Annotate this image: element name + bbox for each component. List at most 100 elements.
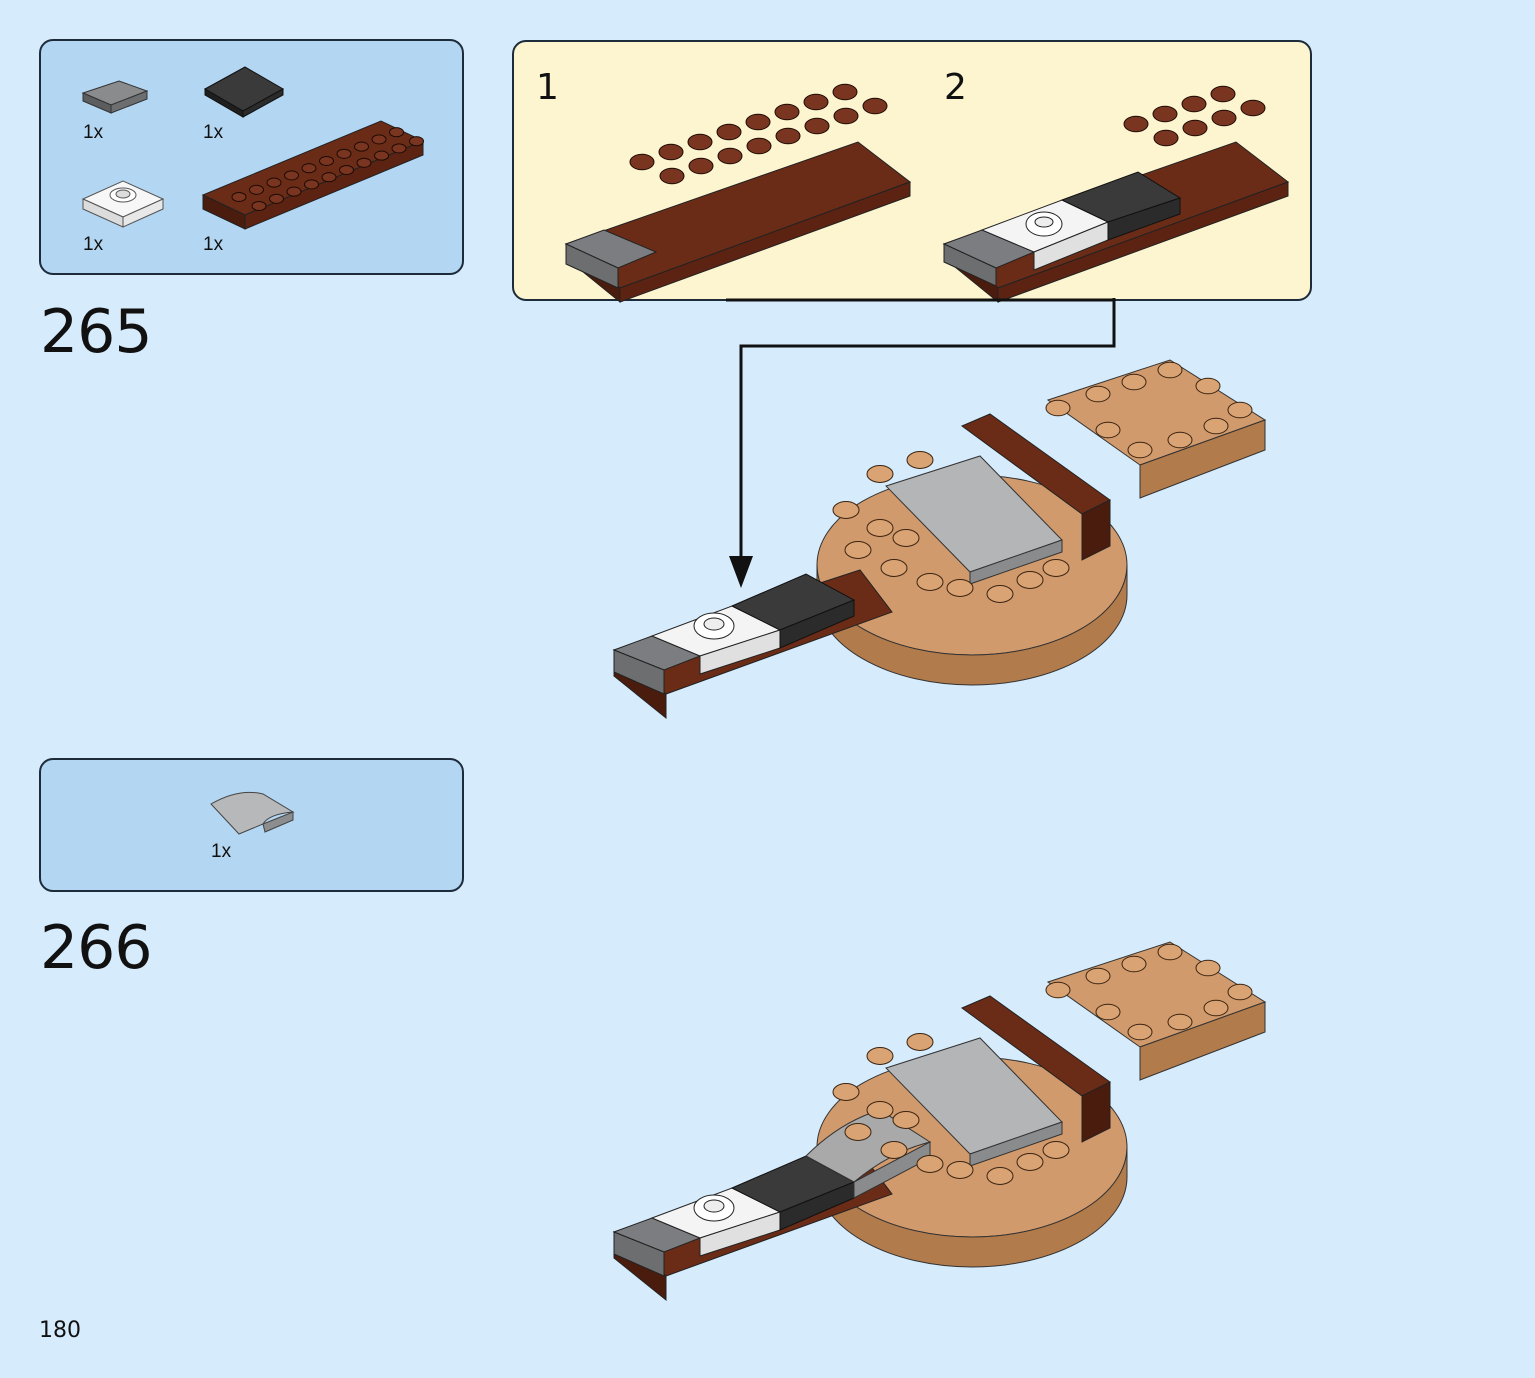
stud (231, 191, 247, 203)
stud (301, 163, 317, 174)
part-qty: 1x (211, 841, 232, 862)
stud (1127, 441, 1153, 459)
stud (1227, 983, 1253, 1001)
stud (1167, 431, 1193, 449)
substep-callout: 1 2 (512, 40, 1312, 304)
stud (356, 157, 372, 168)
stud (1211, 109, 1237, 127)
stud (249, 184, 264, 195)
stud (892, 1111, 920, 1129)
stud (391, 143, 407, 154)
stud (1210, 85, 1236, 103)
stud (866, 519, 894, 537)
dark-gray-tile-icon (81, 80, 149, 114)
stud (746, 137, 772, 155)
stud (658, 143, 684, 161)
stud (688, 157, 714, 175)
stud (880, 559, 908, 577)
stud (321, 172, 337, 183)
stud (906, 451, 934, 469)
stud (1152, 105, 1178, 123)
stud (866, 465, 894, 483)
stud (717, 147, 743, 165)
stud (266, 177, 282, 188)
stud (1085, 385, 1111, 403)
stud (389, 127, 404, 138)
stud (269, 193, 284, 204)
stud (1240, 99, 1266, 117)
stud (1121, 373, 1147, 391)
stud (946, 1161, 974, 1179)
stud (1167, 1013, 1193, 1031)
stud (1203, 417, 1229, 435)
stud (319, 155, 334, 167)
stud (304, 179, 319, 190)
stud (916, 1155, 944, 1173)
stud (745, 113, 771, 131)
light-gray-curved-slope-icon (210, 791, 295, 835)
substep-number-2: 2 (944, 67, 967, 108)
stud (1227, 401, 1253, 419)
stud (1085, 967, 1111, 985)
stud (251, 200, 267, 212)
stud (1157, 943, 1183, 961)
stud (659, 167, 685, 185)
stud (866, 1047, 894, 1065)
part-qty: 1x (83, 122, 104, 143)
stud (1016, 1153, 1044, 1171)
stud (775, 127, 801, 145)
stud (1045, 981, 1071, 999)
white-plate-stud-icon (81, 180, 165, 228)
black-tile-icon (203, 66, 285, 118)
stud (1042, 1141, 1070, 1159)
reddish-brown-plate-icon (201, 120, 425, 230)
stud (832, 83, 858, 101)
stud (866, 1101, 894, 1119)
stud (1157, 361, 1183, 379)
parts-list-265: 1x 1x 1x 1x (39, 39, 464, 275)
stud (629, 153, 655, 171)
callout-arrow (726, 298, 1116, 588)
substep-1-illustration (564, 83, 912, 304)
stud (354, 141, 369, 152)
stud (946, 579, 974, 597)
stud (862, 97, 888, 115)
part-qty: 1x (83, 234, 104, 255)
stud (844, 541, 872, 559)
stud (986, 585, 1014, 603)
stud (687, 133, 713, 151)
step-number-266: 266 (40, 913, 153, 983)
stud (880, 1141, 908, 1159)
stud (774, 103, 800, 121)
part-qty: 1x (203, 234, 224, 255)
stud (371, 134, 387, 145)
stud (1182, 119, 1208, 137)
stud (339, 164, 354, 176)
stud (833, 107, 859, 125)
stud (1095, 421, 1121, 439)
stud (832, 1083, 860, 1101)
stud (844, 1123, 872, 1141)
step-266-model (612, 941, 1267, 1302)
stud (1095, 1003, 1121, 1021)
stud (1123, 115, 1149, 133)
stud (892, 529, 920, 547)
stud (374, 150, 389, 161)
stud (1127, 1023, 1153, 1041)
stud (284, 170, 299, 181)
stud (1181, 95, 1207, 113)
stud (832, 501, 860, 519)
stud (906, 1033, 934, 1051)
stud (409, 136, 424, 147)
stud (1042, 559, 1070, 577)
stud (1195, 959, 1221, 977)
page-number: 180 (39, 1318, 81, 1343)
substep-number-1: 1 (536, 67, 559, 108)
stud (1016, 571, 1044, 589)
stud (336, 148, 352, 159)
stud (804, 117, 830, 135)
stud (1045, 399, 1071, 417)
stud (1153, 129, 1179, 147)
stud (1195, 377, 1221, 395)
stud (916, 573, 944, 591)
